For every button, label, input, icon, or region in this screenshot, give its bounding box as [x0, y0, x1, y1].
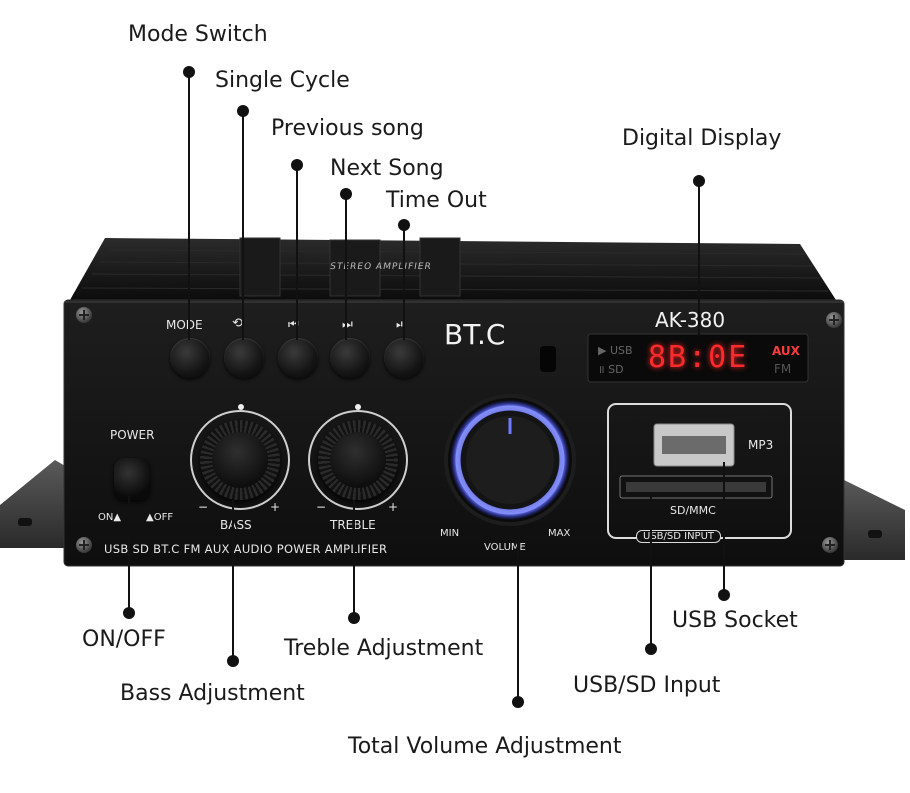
total-volume-leader	[517, 540, 519, 702]
treble-knob-scale	[308, 410, 408, 510]
treble-indicator-dot	[355, 404, 361, 410]
play-pause-icon: ⏯	[396, 317, 406, 331]
previous-song-dot	[291, 159, 303, 171]
screw-top-right	[826, 312, 842, 328]
mp3-label: MP3	[748, 438, 774, 452]
panel-footer-text: USB SD BT.C FM AUX AUDIO POWER AMPLIFIER	[104, 542, 388, 556]
next-song-label: Next Song	[330, 156, 444, 181]
mode-label: MODE	[166, 318, 203, 332]
brand-label: BT.C	[444, 318, 506, 351]
repeat-icon: ⟲	[232, 316, 243, 331]
digital-display-label: Digital Display	[622, 126, 782, 151]
treble-adjustment-leader	[353, 500, 355, 618]
volume-max-label: MAX	[548, 528, 571, 539]
right-mount-bracket	[840, 478, 905, 560]
bass-plus: +	[270, 500, 281, 514]
next-song-dot	[340, 188, 352, 200]
mode-button[interactable]	[170, 338, 210, 378]
single-cycle-label: Single Cycle	[215, 68, 350, 93]
display-sd-indicator: ॥ SD	[598, 363, 624, 376]
single-cycle-leader	[242, 111, 244, 340]
off-label: ▲OFF	[146, 512, 174, 523]
power-switch[interactable]	[114, 458, 150, 500]
usb-socket-dot	[718, 589, 730, 601]
usb-sd-input-leader	[650, 496, 652, 649]
previous-song-leader	[296, 165, 298, 340]
time-out-leader	[403, 225, 405, 340]
mode-switch-dot	[183, 66, 195, 78]
treble-adjustment-dot	[348, 612, 360, 624]
display-usb-indicator: ▶ USB	[598, 344, 633, 357]
bass-minus: −	[198, 500, 209, 514]
usb-sd-input-dot	[645, 643, 657, 655]
time-out-button[interactable]	[384, 338, 424, 378]
treble-knob-cap	[330, 432, 386, 488]
model-label: AK-380	[655, 308, 726, 332]
sd-mmc-label: SD/MMC	[670, 504, 716, 517]
bass-adjustment-leader	[232, 500, 234, 661]
total-volume-dot	[512, 696, 524, 708]
on-off-dot	[123, 607, 135, 619]
previous-song-label: Previous song	[271, 116, 424, 141]
mode-switch-leader	[188, 72, 190, 340]
bass-label: BASS	[220, 518, 252, 532]
next-song-button[interactable]	[330, 338, 370, 378]
bass-adjustment-dot	[227, 655, 239, 667]
usb-socket-leader	[723, 462, 725, 595]
bass-knob-scale	[190, 410, 290, 510]
left-mount-bracket	[0, 460, 72, 548]
display-aux-indicator: AUX	[772, 344, 800, 358]
on-off-label: ON/OFF	[82, 627, 166, 652]
display-fm-indicator: FM	[774, 362, 792, 376]
bass-indicator-dot	[238, 404, 244, 410]
digital-display-leader	[698, 181, 700, 335]
volume-label: VOLUME	[484, 542, 526, 553]
bass-knob-cap	[212, 432, 268, 488]
treble-label: TREBLE	[330, 518, 376, 532]
single-cycle-dot	[237, 105, 249, 117]
next-song-leader	[345, 194, 347, 340]
next-track-icon: ⏭	[342, 317, 353, 331]
screw-top-left	[76, 307, 92, 323]
single-cycle-button[interactable]	[224, 338, 264, 378]
treble-minus: −	[316, 500, 327, 514]
treble-plus: +	[388, 500, 399, 514]
bass-adjustment-label: Bass Adjustment	[120, 681, 305, 706]
power-label: POWER	[110, 428, 155, 442]
treble-adjustment-label: Treble Adjustment	[284, 636, 484, 661]
total-volume-adjustment-label: Total Volume Adjustment	[348, 734, 622, 759]
previous-track-icon: ⏮	[288, 317, 299, 331]
on-label: ON▲	[98, 512, 122, 523]
mode-switch-label: Mode Switch	[128, 22, 268, 47]
volume-min-label: MIN	[440, 528, 460, 539]
usb-sd-input-label: USB/SD Input	[573, 673, 721, 698]
usb-socket-label: USB Socket	[672, 608, 798, 633]
usb-sd-input-panel-label: USB/SD INPUT	[636, 530, 722, 543]
screw-bottom-right	[822, 537, 838, 553]
volume-knob[interactable]	[466, 416, 554, 504]
previous-song-button[interactable]	[278, 338, 318, 378]
time-out-label: Time Out	[386, 188, 487, 213]
screw-bottom-left	[76, 537, 92, 553]
digital-display-dot	[693, 175, 705, 187]
digital-display-readout: 8B:0E	[648, 340, 749, 375]
on-off-leader	[128, 496, 130, 613]
time-out-dot	[398, 219, 410, 231]
